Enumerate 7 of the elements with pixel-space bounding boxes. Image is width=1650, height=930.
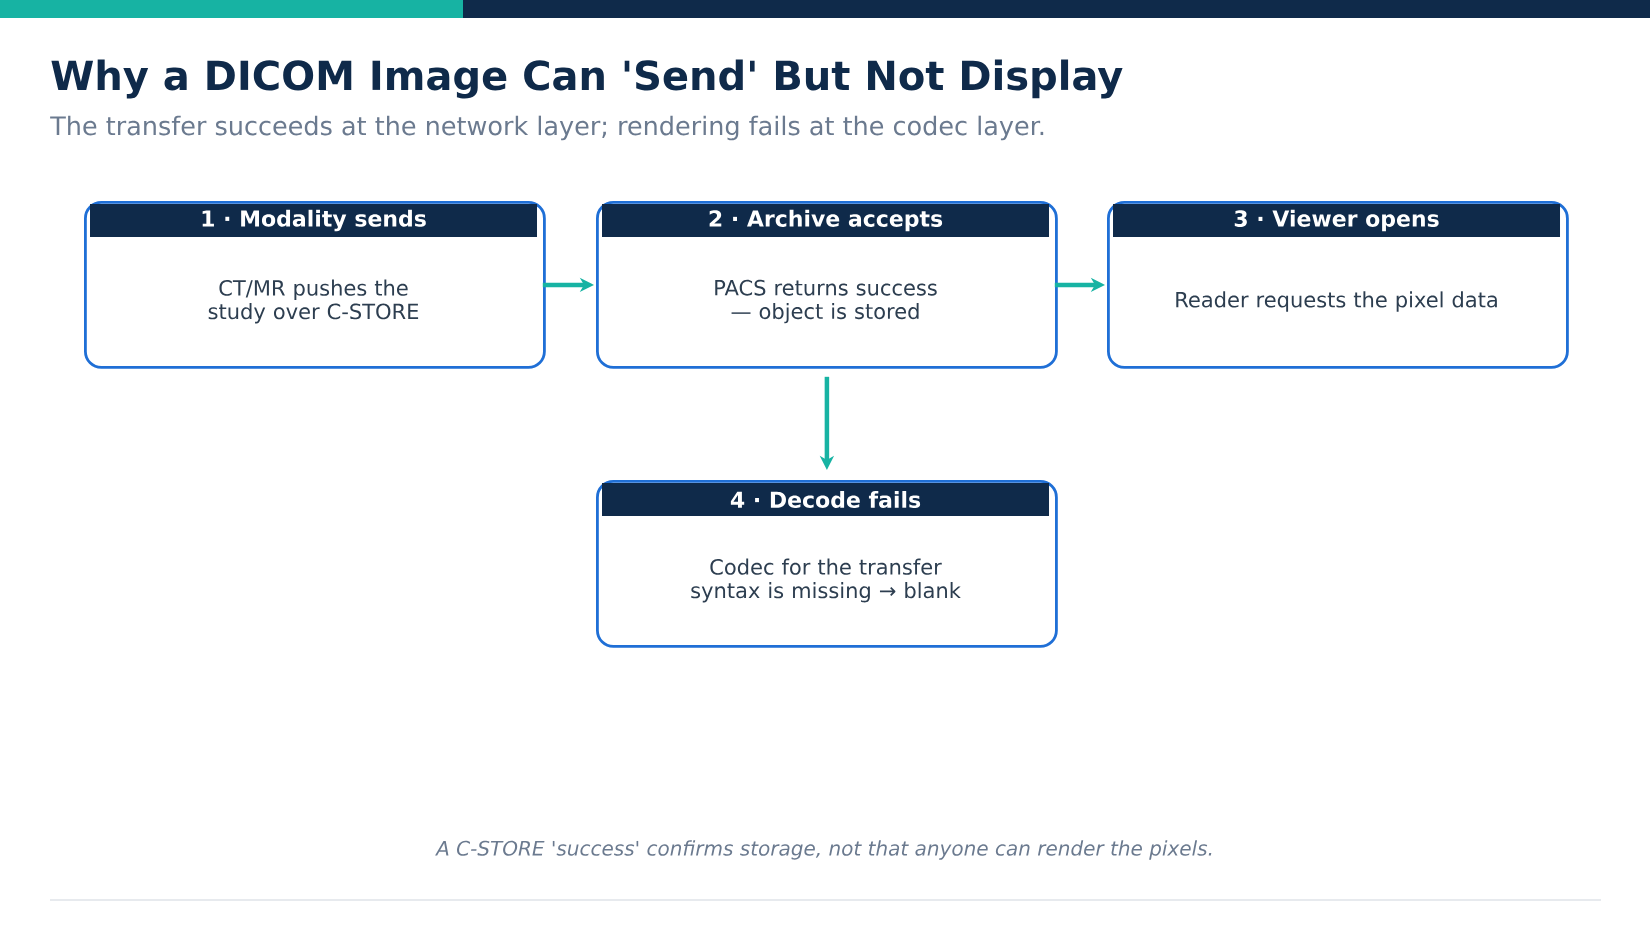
process-box: 3 · Viewer opens Reader requests the pixel data (1107, 201, 1569, 369)
caption: A C-STORE 'success' confirms storage, not that anyone can render the pixels. (435, 840, 1212, 860)
title: Why a DICOM Image Can 'Send' But Not Display (51, 59, 1123, 99)
process-box: 4 · Decode fails Codec for the transfer syntax is missing → blank (596, 480, 1058, 648)
process-box: 1 · Modality sends CT/MR pushes the study over C-STORE (84, 201, 546, 369)
process-box: 2 · Archive accepts PACS returns success — object is stored (596, 201, 1058, 369)
subtitle: The transfer succeeds at the network layer; rendering fails at the codec layer. (50, 115, 1044, 141)
